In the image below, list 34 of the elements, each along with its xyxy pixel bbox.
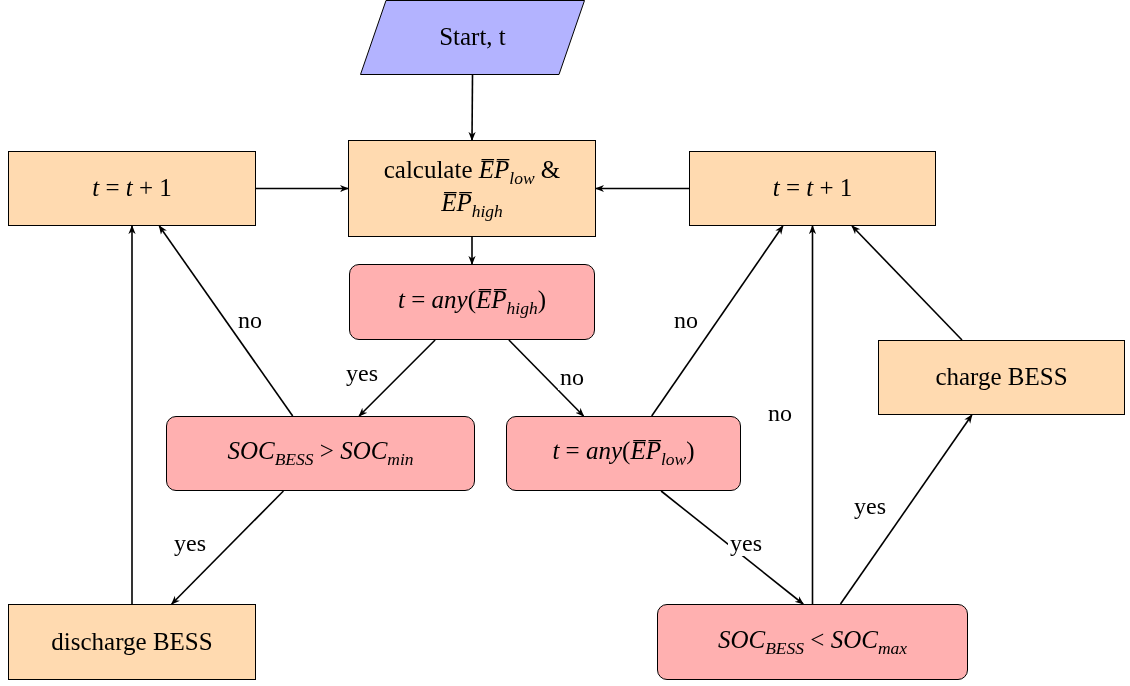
arrow — [170, 490, 285, 605]
node-text: Start, t — [438, 23, 507, 52]
arrow — [255, 184, 349, 193]
node-text: discharge BESS — [50, 627, 214, 657]
arrow — [660, 490, 804, 605]
node-text: calculate E̅P̅$_{low}$ & E̅P̅$_{high}$ — [382, 156, 562, 221]
decision-box — [166, 416, 475, 491]
decision-box — [506, 416, 741, 491]
decision-box — [349, 264, 595, 340]
arrow — [595, 184, 690, 193]
arrow — [839, 414, 973, 605]
node-text: t = t + 1 — [771, 174, 854, 203]
node-text: charge BESS — [934, 363, 1069, 392]
process-box — [689, 151, 936, 226]
arrow — [851, 225, 963, 341]
process-box — [348, 140, 596, 237]
node-text: t = t + 1 — [91, 174, 173, 203]
process-box — [8, 151, 256, 226]
node-text: t = any(E̅P̅$_{high}$) — [397, 285, 547, 319]
arrow — [358, 339, 436, 417]
arrow — [650, 225, 784, 417]
arrow — [508, 339, 585, 417]
process-box — [878, 340, 1125, 415]
node-text: SOC$_{BESS}$ < SOC$_{max}$ — [716, 625, 909, 659]
arrow — [128, 225, 136, 605]
input-parallelogram — [360, 0, 585, 75]
process-box — [8, 604, 256, 680]
arrow — [468, 236, 476, 265]
arrow — [468, 74, 476, 141]
node-text: t = any(E̅P̅$_{low}$) — [551, 437, 696, 470]
arrow — [808, 225, 817, 605]
arrow — [158, 225, 294, 417]
node-text: SOC$_{BESS}$ > SOC$_{min}$ — [226, 437, 415, 470]
decision-box — [657, 604, 968, 680]
